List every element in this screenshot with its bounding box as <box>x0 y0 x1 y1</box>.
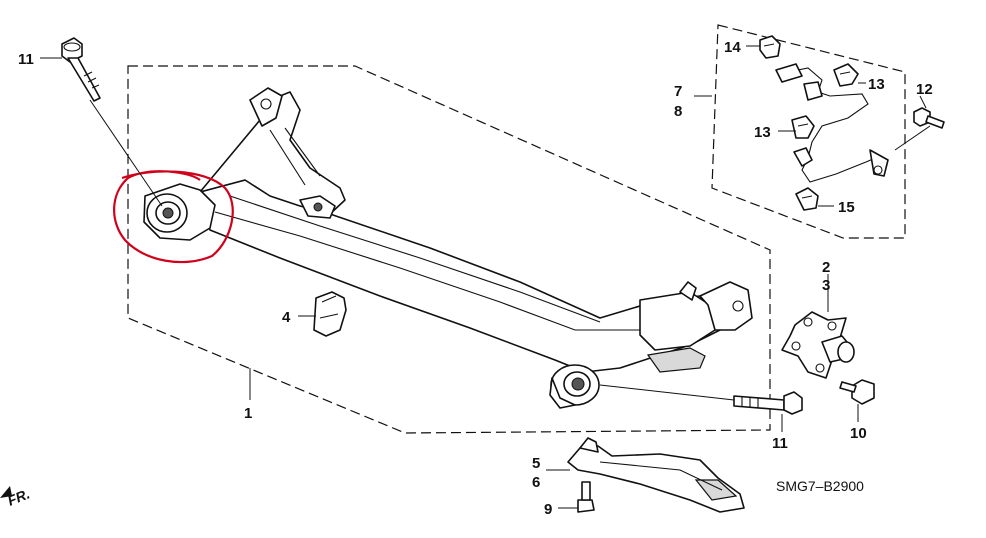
clip-13-lower <box>791 115 815 139</box>
left-bushing <box>143 183 216 241</box>
diagram-code: SMG7–B2900 <box>776 478 864 494</box>
callout-1: 1 <box>244 405 252 422</box>
rear-axle-beam <box>199 87 753 409</box>
front-direction-marker: FR. <box>0 485 32 509</box>
callout-5: 5 <box>532 455 540 472</box>
hub-spindle <box>781 311 855 379</box>
bolt-12 <box>913 107 945 129</box>
abs-sensor-harness <box>775 63 889 183</box>
leader-lines <box>40 45 927 509</box>
callout-14: 14 <box>724 39 741 56</box>
callout-13-upper: 13 <box>868 76 885 93</box>
screw-9 <box>577 481 595 513</box>
callout-9: 9 <box>544 501 552 518</box>
clip-14 <box>759 35 781 59</box>
long-bolt-upper <box>61 37 101 102</box>
bump-stopper <box>313 291 347 337</box>
callout-labels: 11 14 7 8 13 13 12 15 2 3 4 1 11 10 5 6 … <box>18 39 933 518</box>
highlight-circle <box>113 170 234 264</box>
callout-6: 6 <box>532 474 540 491</box>
callout-4: 4 <box>282 309 291 326</box>
lower-arm-plate <box>567 437 745 513</box>
callout-10: 10 <box>850 425 867 442</box>
flange-bolt-10 <box>839 379 875 405</box>
callout-15: 15 <box>838 199 855 216</box>
axle-group-frame <box>127 65 771 434</box>
callout-8: 8 <box>674 103 682 120</box>
callout-12: 12 <box>916 81 933 98</box>
clip-13-upper <box>833 63 859 87</box>
callout-13-lower: 13 <box>754 124 771 141</box>
callout-7: 7 <box>674 83 682 100</box>
fr-label: FR. <box>5 485 32 508</box>
clip-15 <box>795 187 819 211</box>
callout-11-lower: 11 <box>772 435 788 452</box>
callout-2: 2 <box>822 259 830 276</box>
callout-3: 3 <box>822 277 830 294</box>
sensor-to-bolt-leader <box>894 125 931 151</box>
long-bolt-lower <box>733 391 803 415</box>
callout-11-upper: 11 <box>18 51 34 68</box>
sensor-group-frame <box>711 24 906 239</box>
bolt-to-bushing-leader <box>89 99 163 207</box>
